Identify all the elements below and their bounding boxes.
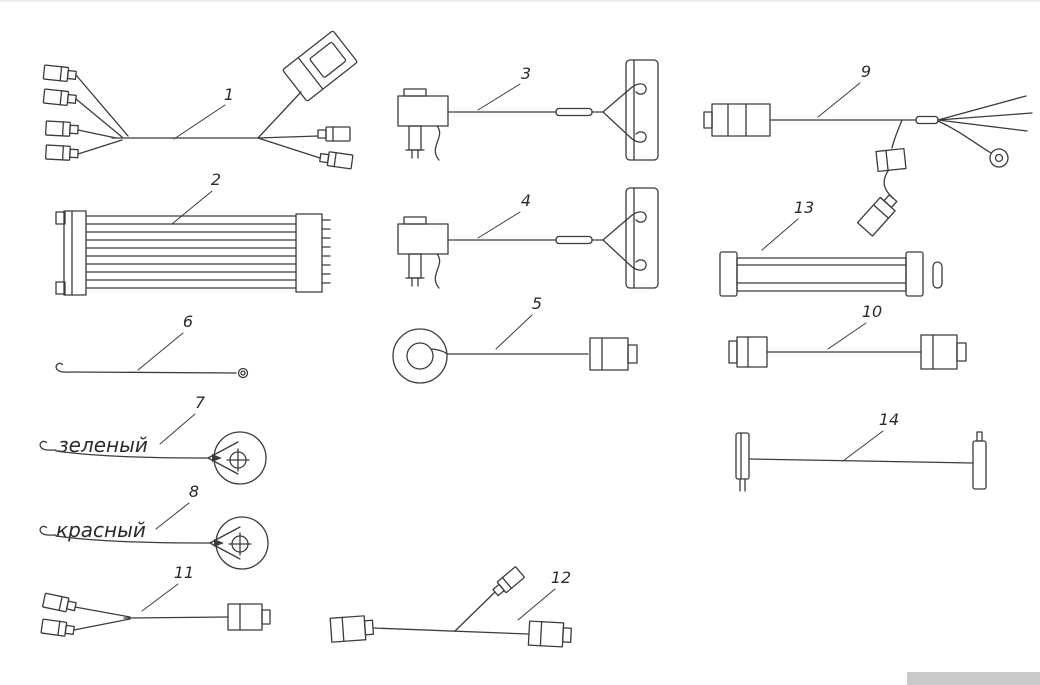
part-1-label: 1 — [224, 85, 234, 104]
part-3-label: 3 — [521, 64, 531, 83]
part-14-label: 14 — [879, 410, 899, 429]
part-6-label: 6 — [183, 312, 193, 331]
part-7-green-wire: зеленый 7 — [39, 393, 267, 485]
part-10-jumper-cable: 10 — [728, 302, 967, 370]
part-2-ribbon-cable: 2 — [55, 170, 331, 296]
part-6-hook-wire: 6 — [55, 312, 249, 379]
part-8-label: 8 — [189, 482, 199, 501]
part-14-link-cable: 14 — [735, 410, 987, 492]
part-13-label: 13 — [794, 198, 814, 217]
part-5-label: 5 — [532, 294, 542, 313]
page-top-edge — [0, 0, 1040, 2]
page-footer-strip — [907, 672, 1040, 685]
part-8-red-wire: красный 8 — [39, 482, 269, 570]
part-1-harness: 1 — [42, 30, 358, 170]
part-9-end-connector — [856, 194, 898, 237]
part-5-grommet-lead: 5 — [392, 294, 638, 384]
part-9-label: 9 — [861, 62, 871, 81]
part-4-sensor-assembly: 4 — [397, 187, 659, 289]
part-8-color-label: красный — [56, 518, 146, 542]
part-9-harness: 9 — [703, 62, 1033, 237]
part-10-label: 10 — [862, 302, 882, 321]
part-12-label: 12 — [551, 568, 571, 587]
part-7-label: 7 — [195, 393, 206, 412]
part-1-connector-block — [282, 30, 358, 102]
part-3-sensor-assembly: 3 — [397, 59, 659, 161]
part-11-label: 11 — [174, 563, 194, 582]
part-11-two-lead-cable: 11 — [40, 563, 271, 639]
part-13-sleeve: 13 — [719, 198, 943, 297]
part-12-y-cable: 12 — [329, 565, 572, 648]
part-2-label: 2 — [211, 170, 221, 189]
part-4-label: 4 — [521, 191, 531, 210]
